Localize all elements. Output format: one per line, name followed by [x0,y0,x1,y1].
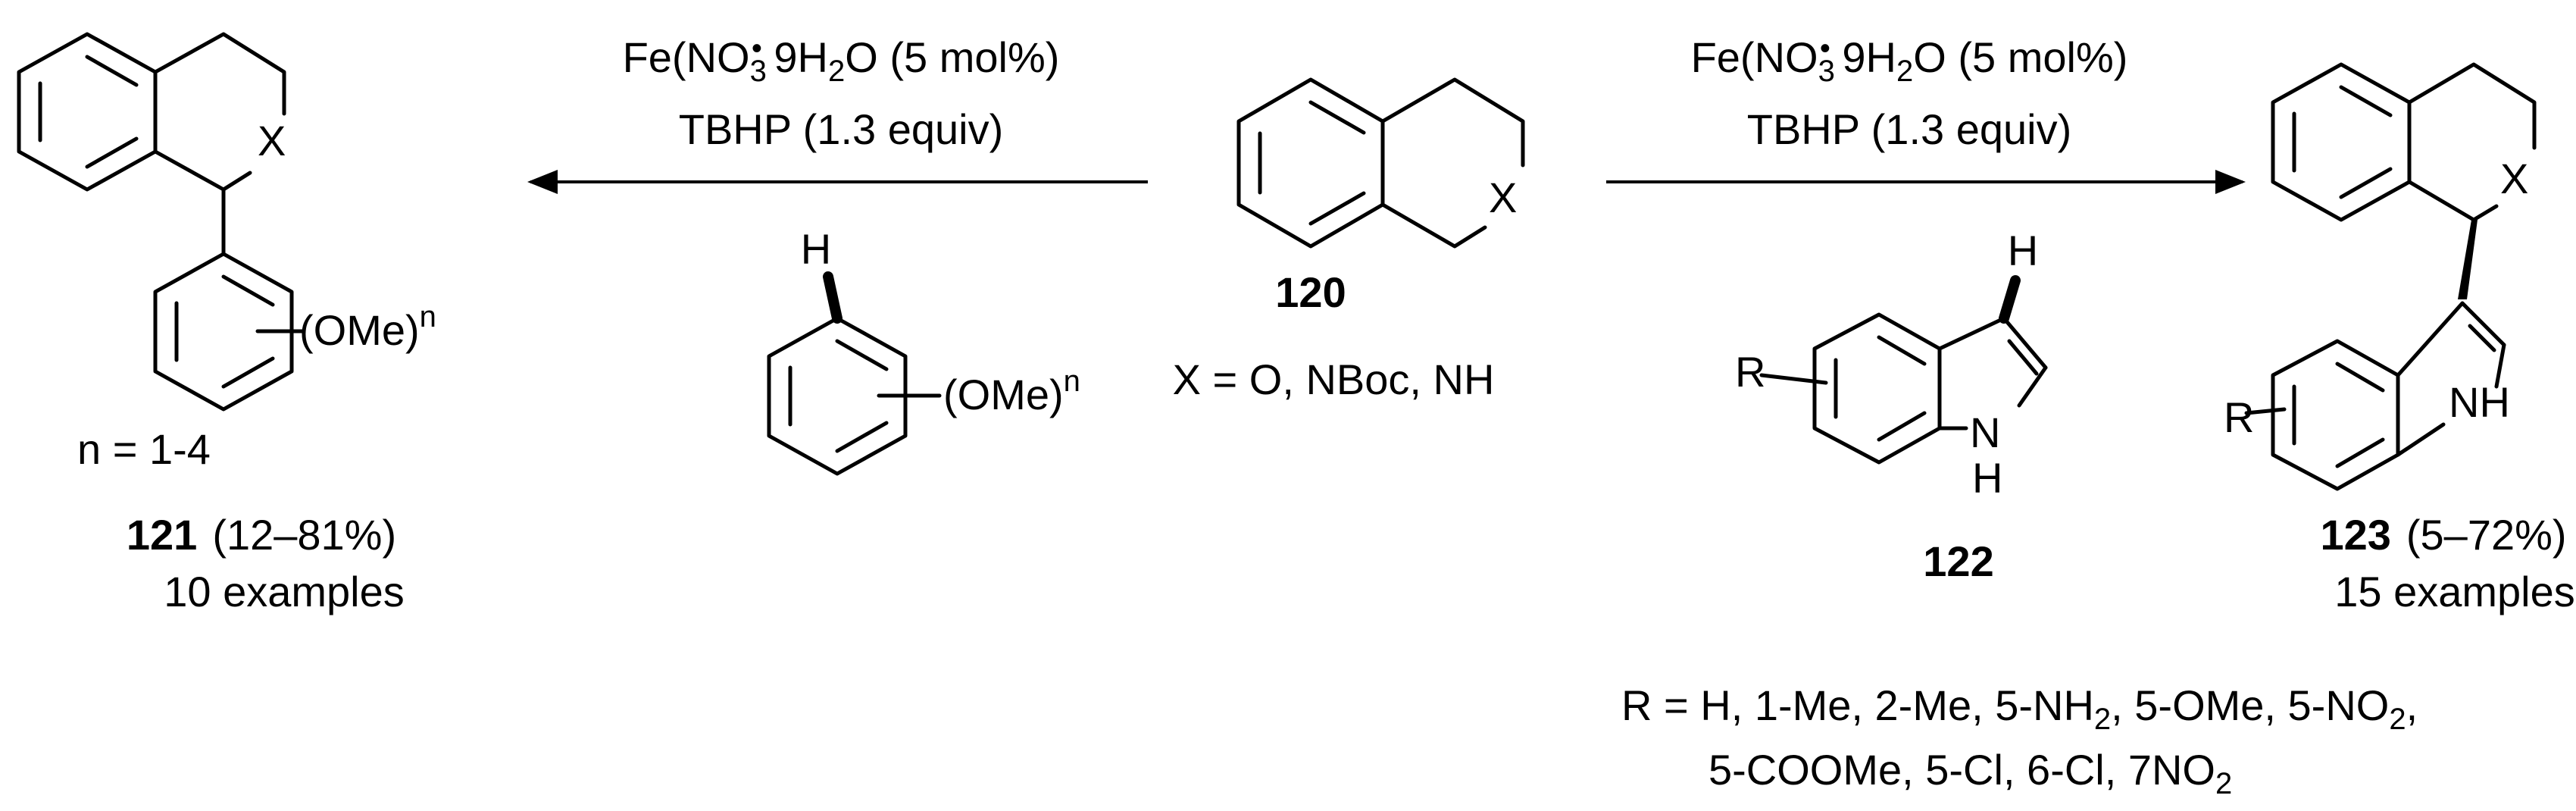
p123-label: 123(5–72%) [2320,511,2566,559]
reagent-right-line1: Fe(NO3• 9H2O (5 mol%) [1691,32,2128,88]
indole-nh-n: N [1970,409,2000,456]
indole-number: 122 [1923,537,1993,585]
starting-material-120: X [1236,77,1525,249]
arene-ome: (OMe)n [943,365,1080,418]
p123-nh: NH [2449,378,2510,426]
indole-nh-h: H [1972,454,2002,502]
p121-n-range: n = 1-4 [77,425,211,473]
methoxy-arene-reagent: H (OMe)n [767,225,1080,476]
p121-x-label: X [258,117,286,164]
p121-label: 121(12–81%) [127,511,396,559]
sm-number: 120 [1275,268,1346,316]
indole-r: R [1735,348,1765,396]
p121-examples: 10 examples [164,568,405,615]
r-list-line1: R = H, 1-Me, 2-Me, 5-NH2, 5-OMe, 5-NO2, [1621,681,2418,736]
product-121: X (OMe)n [17,32,436,412]
indole-reagent-122: H R N H [1735,227,2048,502]
sm-x-definition: X = O, NBoc, NH [1173,355,1495,403]
p123-examples: 15 examples [2334,568,2575,615]
p121-ome: (OMe)n [299,300,436,354]
r-list-line2: 5-COOMe, 5-Cl, 6-Cl, 7NO2 [1708,746,2232,800]
reagent-left-line2: TBHP (1.3 equiv) [679,105,1003,153]
sm-x-label: X [1489,174,1517,221]
indole-h: H [2008,227,2038,274]
reagent-left-line1: Fe(NO3• 9H2O (5 mol%) [623,32,1060,88]
arene-h: H [801,225,831,273]
p123-r: R [2224,393,2254,441]
reagent-right-line2: TBHP (1.3 equiv) [1747,105,2071,153]
product-123: X NH R [2224,62,2537,491]
p123-x-label: X [2500,155,2528,202]
